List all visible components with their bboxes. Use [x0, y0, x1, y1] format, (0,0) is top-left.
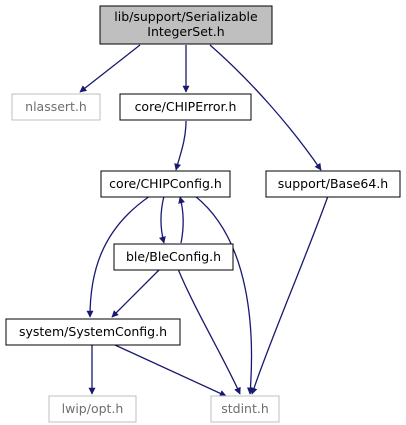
edge-bleconfig-to-systemconfig: [111, 268, 161, 318]
edges: [79, 44, 329, 397]
node-bleconfig-label: ble/BleConfig.h: [126, 249, 221, 264]
node-bleconfig[interactable]: ble/BleConfig.h: [113, 243, 234, 271]
edge-systemconfig-to-stdint: [114, 344, 227, 397]
node-root[interactable]: lib/support/Serializable IntegerSet.h: [99, 5, 273, 45]
node-root-label-line1: lib/support/Serializable: [114, 9, 258, 24]
node-chipconfig-label: core/CHIPConfig.h: [109, 176, 222, 191]
edge-chipconfig-to-stdint: [194, 195, 254, 395]
edge-chipconfig-to-bleconfig: [158, 195, 166, 244]
edge-root-to-nlassert: [79, 44, 141, 93]
node-base64[interactable]: support/Base64.h: [265, 170, 401, 198]
nodes: lib/support/Serializable IntegerSet.h nl…: [5, 5, 401, 423]
edge-chiperror-to-chipconfig: [174, 120, 187, 171]
node-chipconfig[interactable]: core/CHIPConfig.h: [100, 170, 231, 198]
edge-bleconfig-to-stdint: [177, 268, 241, 395]
node-stdint[interactable]: stdint.h: [210, 395, 280, 423]
node-lwipopt[interactable]: lwip/opt.h: [48, 395, 137, 423]
node-base64-label: support/Base64.h: [278, 176, 388, 191]
node-lwipopt-label: lwip/opt.h: [62, 401, 124, 416]
node-chiperror[interactable]: core/CHIPError.h: [119, 93, 252, 121]
node-systemconfig-label: system/SystemConfig.h: [19, 324, 167, 339]
node-chiperror-label: core/CHIPError.h: [135, 99, 237, 114]
node-nlassert[interactable]: nlassert.h: [11, 93, 101, 121]
node-stdint-label: stdint.h: [221, 401, 269, 416]
edge-base64-to-stdint: [250, 195, 329, 395]
edge-root-to-base64: [209, 44, 322, 171]
node-nlassert-label: nlassert.h: [25, 99, 87, 114]
edge-bleconfig-to-chipconfig: [178, 196, 186, 244]
node-systemconfig[interactable]: system/SystemConfig.h: [5, 318, 181, 346]
node-root-label-line2: IntegerSet.h: [147, 24, 224, 39]
edge-chipconfig-to-systemconfig: [86, 195, 151, 318]
